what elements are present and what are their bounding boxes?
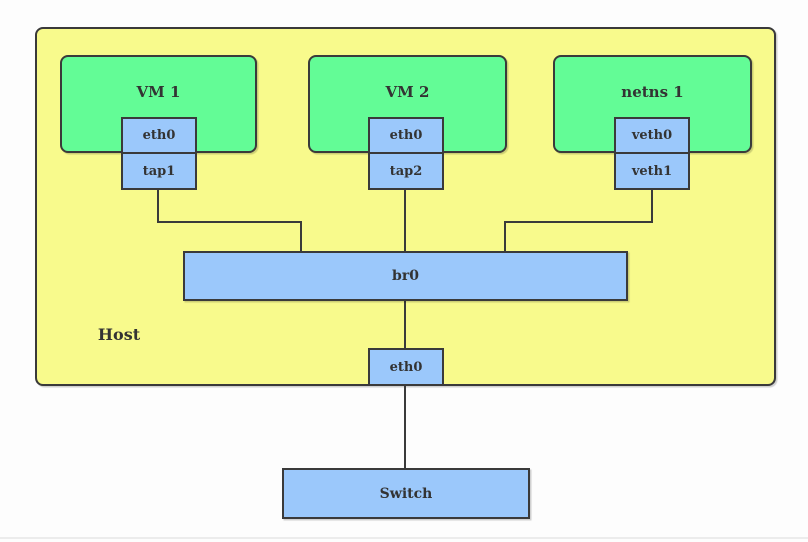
- vm2-eth0-interface: eth0: [368, 117, 444, 154]
- netns1-veth1-interface: veth1: [614, 152, 690, 190]
- switch-box: Switch: [282, 468, 530, 519]
- connector-veth1-down: [651, 190, 653, 223]
- vm2-label: VM 2: [385, 83, 430, 101]
- host-label: Host: [97, 325, 141, 344]
- vm1-label: VM 1: [136, 83, 181, 101]
- host-eth0-interface: eth0: [368, 348, 444, 386]
- vm2-tap2-interface: tap2: [368, 152, 444, 190]
- connector-eth0-to-switch: [404, 386, 406, 468]
- netns1-label: netns 1: [621, 83, 684, 101]
- connector-br0-to-eth0: [404, 301, 406, 348]
- bridge-br0-box: br0: [183, 251, 628, 301]
- connector-tap1-down: [157, 190, 159, 223]
- connector-tap1-horizontal: [157, 221, 302, 223]
- connector-veth1-horizontal: [504, 221, 653, 223]
- bottom-edge-divider: [0, 537, 808, 539]
- connector-tap1-to-br0: [300, 221, 302, 251]
- netns1-veth0-interface: veth0: [614, 117, 690, 154]
- connector-tap2-to-br0: [404, 190, 406, 251]
- connector-veth1-to-br0: [504, 221, 506, 251]
- vm1-eth0-interface: eth0: [121, 117, 197, 154]
- vm1-tap1-interface: tap1: [121, 152, 197, 190]
